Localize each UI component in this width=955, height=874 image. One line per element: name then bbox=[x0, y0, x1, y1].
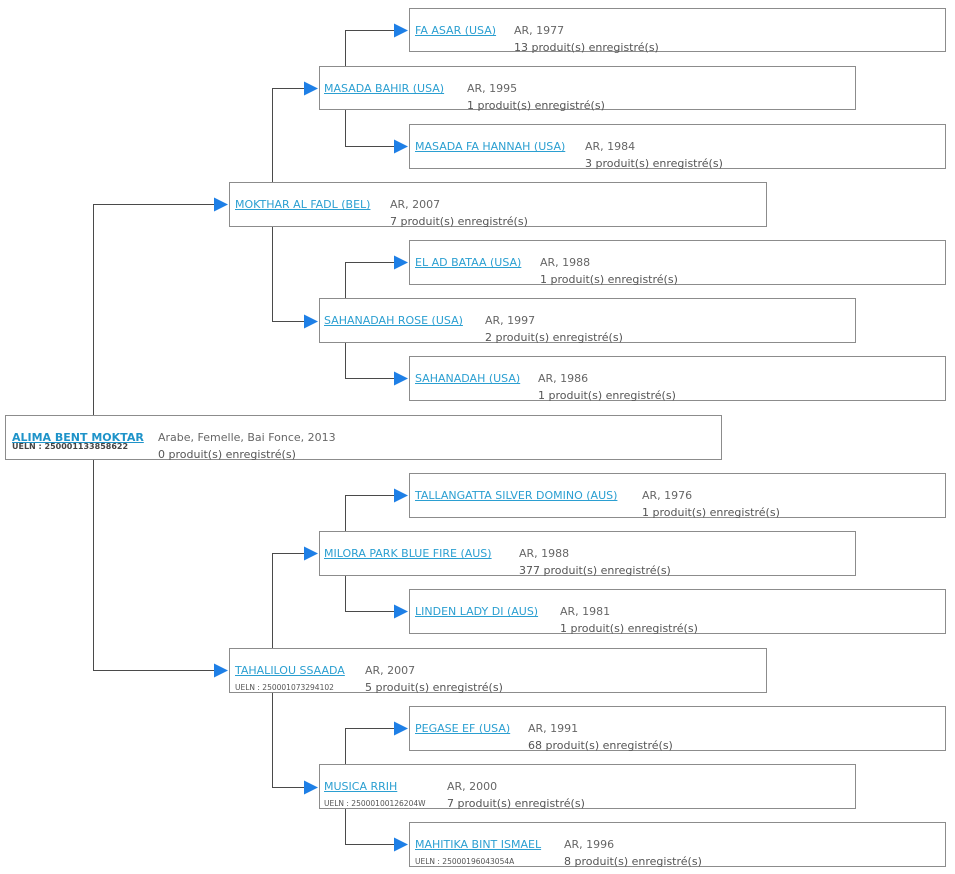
horse-products: 0 produit(s) enregistré(s) bbox=[158, 448, 296, 461]
horse-card-dam-sire-sire: TALLANGATTA SILVER DOMINO (AUS) AR, 1976… bbox=[409, 473, 946, 519]
horse-name-link[interactable]: MASADA BAHIR (USA) bbox=[324, 82, 445, 95]
arrow-icon bbox=[214, 663, 228, 678]
horse-products: 1 produit(s) enregistré(s) bbox=[540, 273, 678, 286]
connector-line bbox=[345, 495, 397, 531]
horse-card-sire-dam: SAHANADAH ROSE (USA) AR, 1997 2 produit(… bbox=[319, 298, 856, 344]
horse-products: 5 produit(s) enregistré(s) bbox=[365, 681, 503, 694]
arrow-icon bbox=[394, 139, 408, 154]
horse-card-dam: TAHALILOU SSAADA UELN : 250001073294102 … bbox=[229, 648, 767, 694]
arrow-icon bbox=[214, 197, 228, 212]
horse-products: 377 produit(s) enregistré(s) bbox=[519, 564, 671, 577]
horse-name-link[interactable]: TAHALILOU SSAADA bbox=[235, 664, 345, 677]
connector-line bbox=[272, 553, 307, 648]
horse-ueln: UELN : 25000100126204W bbox=[324, 799, 426, 808]
connector-line bbox=[345, 262, 397, 298]
connector-line bbox=[93, 460, 217, 671]
horse-ueln: UELN : 25000196043054A bbox=[415, 857, 515, 866]
arrow-icon bbox=[304, 81, 318, 96]
horse-card-dam-sire-dam: LINDEN LADY DI (AUS) AR, 1981 1 produit(… bbox=[409, 589, 946, 635]
connector-line bbox=[272, 227, 307, 322]
horse-name-link[interactable]: SAHANADAH ROSE (USA) bbox=[324, 314, 463, 327]
horse-products: 2 produit(s) enregistré(s) bbox=[485, 331, 623, 344]
arrow-icon bbox=[394, 255, 408, 270]
horse-products: 3 produit(s) enregistré(s) bbox=[585, 157, 723, 170]
horse-name-link[interactable]: MASADA FA HANNAH (USA) bbox=[415, 140, 566, 153]
arrow-icon bbox=[304, 546, 318, 561]
arrow-icon bbox=[394, 721, 408, 736]
horse-name-link[interactable]: SAHANADAH (USA) bbox=[415, 372, 521, 385]
arrow-icon bbox=[394, 23, 408, 38]
horse-meta: AR, 1988 bbox=[519, 547, 570, 560]
horse-products: 1 produit(s) enregistré(s) bbox=[642, 506, 780, 519]
horse-meta: Arabe, Femelle, Bai Fonce, 2013 bbox=[158, 431, 336, 444]
horse-name-link[interactable]: MOKTHAR AL FADL (BEL) bbox=[235, 198, 371, 211]
horse-products: 1 produit(s) enregistré(s) bbox=[538, 389, 676, 402]
horse-card-dam-dam-dam: MAHITIKA BINT ISMAEL UELN : 250001960430… bbox=[409, 822, 946, 868]
horse-meta: AR, 1988 bbox=[540, 256, 591, 269]
arrow-icon bbox=[394, 371, 408, 386]
connector-line bbox=[345, 809, 397, 845]
horse-meta: AR, 2007 bbox=[365, 664, 416, 677]
horse-meta: AR, 1996 bbox=[564, 838, 615, 851]
connector-line bbox=[93, 204, 217, 415]
horse-card-dam-dam-sire: PEGASE EF (USA) AR, 1991 68 produit(s) e… bbox=[409, 706, 946, 752]
connector-line bbox=[345, 728, 397, 764]
horse-card-sire-sire-dam: MASADA FA HANNAH (USA) AR, 1984 3 produi… bbox=[409, 124, 946, 170]
horse-ueln: UELN : 250001073294102 bbox=[235, 683, 334, 692]
arrow-icon bbox=[394, 604, 408, 619]
horse-products: 13 produit(s) enregistré(s) bbox=[514, 41, 659, 54]
connector-line bbox=[345, 110, 397, 147]
horse-products: 8 produit(s) enregistré(s) bbox=[564, 855, 702, 868]
horse-name-link[interactable]: MAHITIKA BINT ISMAEL bbox=[415, 838, 542, 851]
horse-ueln: UELN : 250001133858622 bbox=[12, 442, 129, 451]
arrow-icon bbox=[394, 488, 408, 503]
horse-name-link[interactable]: ALIMA BENT MOKTAR bbox=[12, 431, 144, 444]
horse-name-link[interactable]: FA ASAR (USA) bbox=[415, 24, 497, 37]
horse-card-dam-dam: MUSICA RRIH UELN : 25000100126204W AR, 2… bbox=[319, 764, 856, 810]
horse-products: 7 produit(s) enregistré(s) bbox=[447, 797, 585, 810]
horse-meta: AR, 1976 bbox=[642, 489, 693, 502]
horse-card-sire-dam-sire: EL AD BATAA (USA) AR, 1988 1 produit(s) … bbox=[409, 240, 946, 286]
horse-meta: AR, 1984 bbox=[585, 140, 636, 153]
horse-meta: AR, 1991 bbox=[528, 722, 579, 735]
connector-line bbox=[272, 88, 307, 182]
horse-card-root: ALIMA BENT MOKTAR UELN : 250001133858622… bbox=[5, 415, 722, 461]
horse-card-sire-dam-dam: SAHANADAH (USA) AR, 1986 1 produit(s) en… bbox=[409, 356, 946, 402]
horse-meta: AR, 2007 bbox=[390, 198, 441, 211]
horse-name-link[interactable]: TALLANGATTA SILVER DOMINO (AUS) bbox=[415, 489, 618, 502]
horse-card-dam-sire: MILORA PARK BLUE FIRE (AUS) AR, 1988 377… bbox=[319, 531, 856, 577]
horse-card-sire-sire: MASADA BAHIR (USA) AR, 1995 1 produit(s)… bbox=[319, 66, 856, 112]
horse-card-sire: MOKTHAR AL FADL (BEL) AR, 2007 7 produit… bbox=[229, 182, 767, 228]
connector-line bbox=[345, 30, 397, 66]
connector-line bbox=[345, 576, 397, 612]
horse-meta: AR, 1986 bbox=[538, 372, 589, 385]
horse-meta: AR, 1977 bbox=[514, 24, 565, 37]
horse-name-link[interactable]: LINDEN LADY DI (AUS) bbox=[415, 605, 539, 618]
arrow-icon bbox=[304, 780, 318, 795]
horse-products: 1 produit(s) enregistré(s) bbox=[560, 622, 698, 635]
horse-meta: AR, 1997 bbox=[485, 314, 536, 327]
horse-meta: AR, 1995 bbox=[467, 82, 518, 95]
arrow-icon bbox=[394, 837, 408, 852]
connector-line bbox=[272, 693, 307, 788]
horse-meta: AR, 2000 bbox=[447, 780, 498, 793]
arrow-icon bbox=[304, 314, 318, 329]
horse-name-link[interactable]: PEGASE EF (USA) bbox=[415, 722, 511, 735]
horse-name-link[interactable]: EL AD BATAA (USA) bbox=[415, 256, 522, 269]
horse-name-link[interactable]: MUSICA RRIH bbox=[324, 780, 398, 793]
horse-products: 7 produit(s) enregistré(s) bbox=[390, 215, 528, 228]
horse-meta: AR, 1981 bbox=[560, 605, 611, 618]
horse-products: 68 produit(s) enregistré(s) bbox=[528, 739, 673, 752]
horse-card-sire-sire-sire: FA ASAR (USA) AR, 1977 13 produit(s) enr… bbox=[409, 8, 946, 54]
horse-products: 1 produit(s) enregistré(s) bbox=[467, 99, 605, 112]
connector-line bbox=[345, 343, 397, 379]
horse-name-link[interactable]: MILORA PARK BLUE FIRE (AUS) bbox=[324, 547, 492, 560]
